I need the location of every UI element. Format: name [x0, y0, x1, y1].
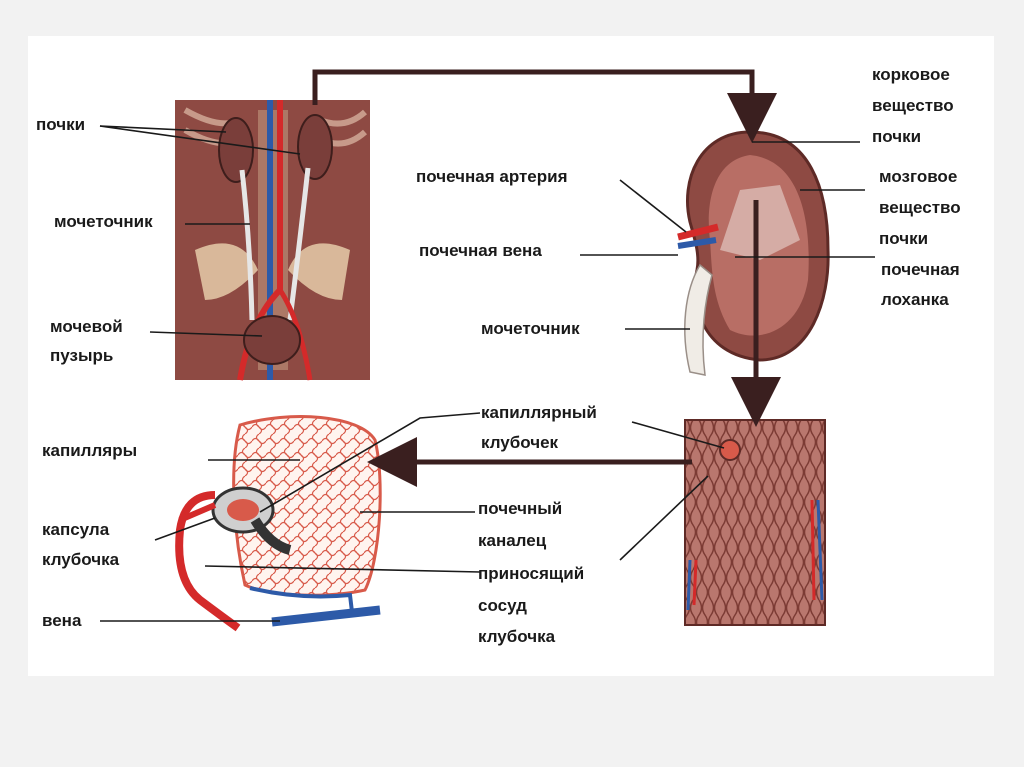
label-tubule-2: каналец — [478, 531, 547, 550]
label-medulla-1: мозговое — [879, 167, 958, 186]
label-bladder-1: мочевой — [50, 317, 123, 336]
label-tubule-1: почечный — [478, 499, 563, 518]
label-afferent-3: клубочка — [478, 627, 556, 646]
label-vein: почечная вена — [419, 241, 542, 260]
label-capillaries: капилляры — [42, 441, 138, 460]
flow-arrows — [312, 69, 781, 487]
kidney-tissue-illustration — [684, 419, 826, 626]
nephron-capillary-illustration — [175, 415, 382, 632]
label-cortex-2: вещество — [872, 96, 954, 115]
label-afferent-1: приносящий — [478, 564, 585, 583]
torso-illustration — [175, 100, 370, 381]
label-glomerulus-2: клубочек — [481, 433, 559, 452]
label-capsule-1: капсула — [42, 520, 110, 539]
label-medulla-3: почки — [879, 229, 929, 248]
label-pelvis-2: лоханка — [881, 290, 949, 309]
label-medulla-2: вещество — [879, 198, 961, 217]
label-pelvis-1: почечная — [881, 260, 960, 279]
label-capsule-2: клубочка — [42, 550, 120, 569]
label-bladder-2: пузырь — [50, 346, 114, 365]
label-cortex-1: корковое — [872, 65, 950, 84]
label-vena: вена — [42, 611, 82, 630]
kidney-section-illustration — [677, 130, 830, 376]
label-glomerulus-1: капиллярный — [481, 403, 597, 422]
label-ureter-right: мочеточник — [481, 319, 580, 338]
label-artery: почечная артерия — [416, 167, 568, 186]
label-ureter-left: мочеточник — [54, 212, 153, 231]
label-cortex-3: почки — [872, 127, 922, 146]
leader-lines — [99, 125, 875, 622]
label-kidneys: почки — [36, 115, 86, 134]
label-afferent-2: сосуд — [478, 596, 527, 615]
